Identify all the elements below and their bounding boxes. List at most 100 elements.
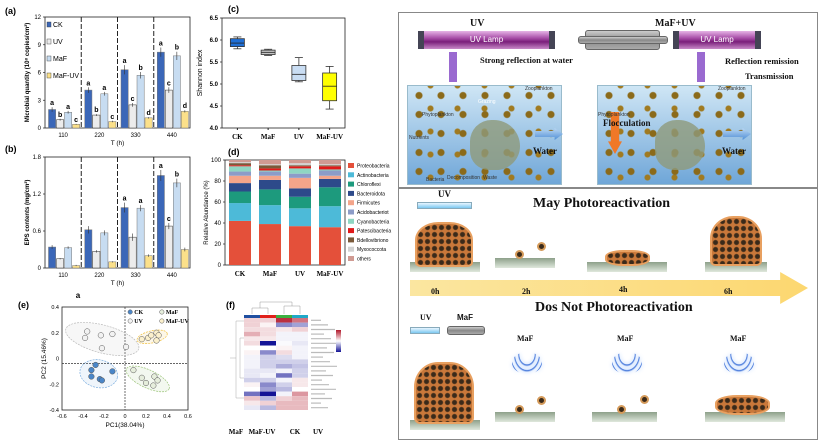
heatmap-cell xyxy=(292,400,308,406)
bar-uv xyxy=(128,236,137,269)
panel-label: (d) xyxy=(228,147,240,157)
time-2h: 2h xyxy=(522,287,531,296)
uv-tube-icon xyxy=(410,327,440,334)
magnetic-wave-icon xyxy=(612,352,642,374)
uv-label-top: UV xyxy=(438,189,451,199)
box xyxy=(291,65,307,81)
heatmap-cell xyxy=(260,368,276,374)
heatmap-cell xyxy=(260,377,276,383)
stack-segment-actinobacteria xyxy=(259,205,281,225)
panel-label: (a) xyxy=(5,6,16,16)
heatmap-cell xyxy=(244,354,260,360)
bar-ck xyxy=(157,175,165,269)
substrate xyxy=(705,262,767,272)
significance-letter: a xyxy=(159,163,163,170)
legend-label: UV xyxy=(53,39,63,46)
heatmap-cell xyxy=(260,345,276,351)
legend-label: others xyxy=(357,257,371,263)
heatmap-cell xyxy=(260,359,276,364)
stack-segment-myxococcota xyxy=(319,164,341,166)
maf-label-6h: MaF xyxy=(730,334,747,343)
substrate xyxy=(495,412,555,422)
stack-segment-cyanobacteria xyxy=(289,168,311,174)
point-maf xyxy=(138,374,145,381)
stack-segment-cyanobacteria xyxy=(229,166,251,172)
point-maf xyxy=(130,367,137,374)
significance-letter: c xyxy=(131,96,135,103)
column-group-bar xyxy=(276,315,292,318)
stack-segment-actinobacteria xyxy=(289,208,311,227)
floc-aggregate xyxy=(655,120,705,170)
y-tick-label: 0 xyxy=(56,357,59,363)
point-uv xyxy=(97,332,104,339)
significance-letter: c xyxy=(167,80,171,87)
y-tick-label: 5.5 xyxy=(210,60,219,66)
significance-letter: a xyxy=(159,41,163,48)
stack-segment-bacteroidota xyxy=(289,188,311,197)
zooplankton-label: Zooplankton xyxy=(718,86,746,92)
y-axis-title: Relative Abundance (%) xyxy=(204,180,210,244)
bar-uv xyxy=(165,89,173,129)
bar-maf xyxy=(64,247,72,269)
confidence-ellipse-uv xyxy=(65,322,140,356)
legend-swatch xyxy=(46,38,52,45)
stack-segment-others xyxy=(289,160,311,164)
bar-maf-uv xyxy=(72,124,80,129)
heatmap-cell xyxy=(260,318,276,323)
bacteria-label: Bacteria xyxy=(426,177,445,183)
heatmap-cell xyxy=(276,341,292,346)
y-tick-label: 0.2 xyxy=(51,331,59,337)
y-axis-title: PC2 (15.46%) xyxy=(41,338,48,379)
heatmap-cell xyxy=(276,327,292,332)
stack-segment-chloroflexi xyxy=(229,191,251,204)
heatmap-cell xyxy=(260,396,276,401)
heatmap-cell xyxy=(292,327,308,332)
x-tick-label: 110 xyxy=(58,133,68,139)
stack-segment-chloroflexi xyxy=(319,187,341,207)
legend-label: CK xyxy=(134,310,143,316)
y-tick-label: 6.0 xyxy=(210,38,219,44)
uv-label-bottom: UV xyxy=(420,313,432,322)
y-tick-label: -0.2 xyxy=(50,382,59,388)
flocculation-label: Flocculation xyxy=(603,118,651,128)
transmission-label: Transmission xyxy=(745,71,794,81)
bar-maf-uv xyxy=(144,255,153,269)
legend-swatch xyxy=(348,209,354,215)
bar-ck xyxy=(84,89,93,129)
diagram-divider xyxy=(398,187,818,189)
bar-maf-uv xyxy=(144,117,153,129)
bar-maf xyxy=(64,112,72,129)
panel-label: (f) xyxy=(226,300,235,310)
y-tick-label: 4.5 xyxy=(210,104,219,110)
stack-segment-acidobacteriot xyxy=(259,171,281,176)
color-scale-legend xyxy=(336,330,341,352)
y-tick-label: 0 xyxy=(38,266,42,272)
heatmap-cell xyxy=(276,336,292,341)
column-group-bar xyxy=(260,315,276,318)
biofilm-0h-icon xyxy=(415,222,473,267)
column-label: UV xyxy=(313,428,323,436)
cell-icon xyxy=(617,405,626,414)
panel-label: (b) xyxy=(5,144,17,154)
phytoplankton-label: Phytoplankton xyxy=(598,112,630,118)
stack-segment-bdellovibriono xyxy=(319,165,341,167)
annotation: a xyxy=(76,291,81,300)
cell-icon xyxy=(537,396,546,405)
heatmap-cell xyxy=(276,350,292,355)
point-maf xyxy=(142,379,150,387)
x-tick-label: 0.6 xyxy=(184,414,192,420)
stack-segment-firmicutes xyxy=(319,175,341,179)
significance-letter: a xyxy=(139,198,143,205)
time-4h: 4h xyxy=(619,285,628,294)
legend-label: MaF-UV xyxy=(53,73,79,80)
heatmap-cell xyxy=(244,382,260,387)
point-maf-uv xyxy=(148,332,155,339)
heatmap-cell xyxy=(276,364,292,369)
stack-segment-patescibacteria xyxy=(229,165,251,167)
bar-uv xyxy=(92,251,101,269)
stack-segment-acidobacteriot xyxy=(319,170,341,176)
stack-segment-others xyxy=(229,160,251,163)
stack-segment-myxococcota xyxy=(289,163,311,166)
heatmap-cell xyxy=(292,336,308,341)
